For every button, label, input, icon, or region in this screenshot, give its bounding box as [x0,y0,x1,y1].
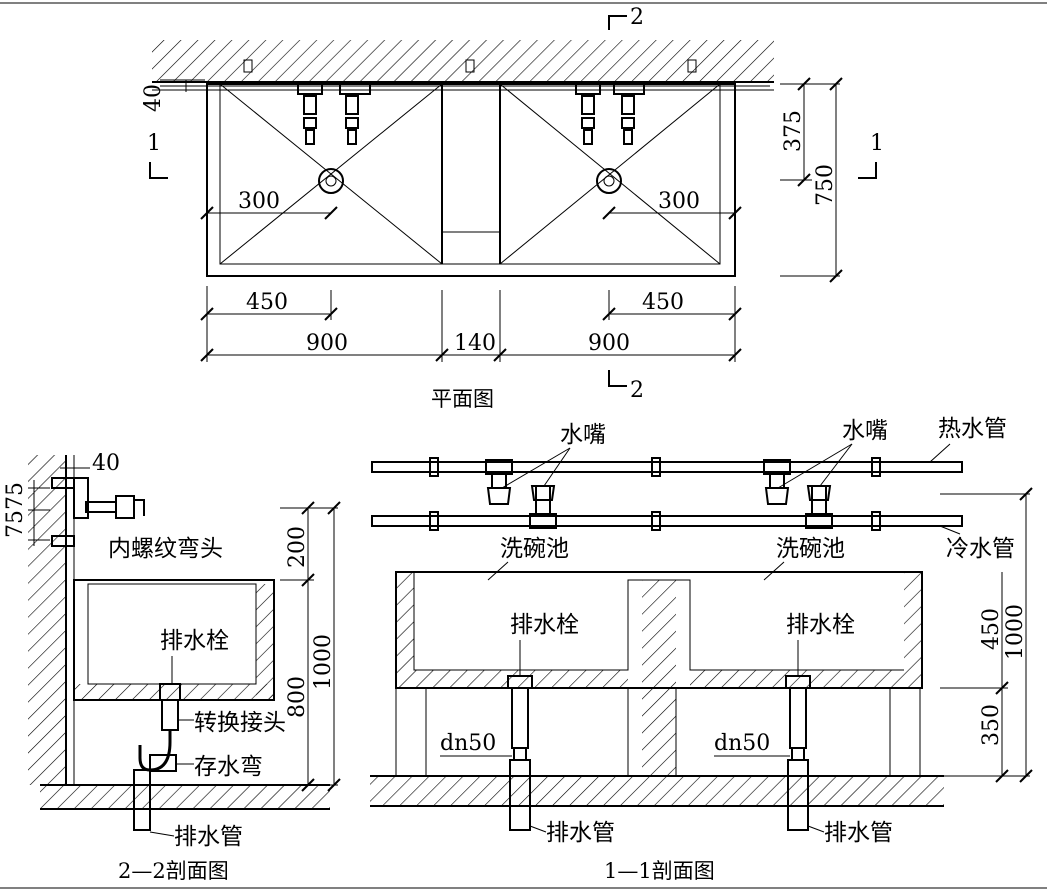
s11-floor [370,776,944,806]
s22-label-trap: 存水弯 [194,754,263,780]
plan-dim-900-left: 900 [306,331,348,356]
s11-cold-pipe [371,515,963,527]
s22-caption: 2—2剖面图 [118,859,229,883]
s11-label-plug-right: 排水栓 [786,612,855,638]
s11-label-faucet-right: 水嘴 [842,418,888,444]
plan-section-mark-bottom: 2 [630,378,644,403]
section-1-1: 450 350 1000 水嘴 水嘴 热水管 冷水管 洗碗池 洗碗池 排水栓 排… [370,416,1033,883]
plan-section-mark-left: 1 [147,131,161,156]
plan-caption: 平面图 [431,387,494,411]
s22-label-elbow: 内螺纹弯头 [108,536,223,562]
s11-label-faucet-left: 水嘴 [560,422,606,448]
s11-label-drain-right: 排水管 [824,820,893,846]
s22-dim-75b: 75 [3,510,28,538]
s11-dim-350: 350 [979,704,1004,746]
plan-faucets-right [575,83,645,145]
s22-dim-40: 40 [92,451,120,476]
plan-dim-450-left: 450 [246,290,288,315]
plan-section-mark-right: 1 [870,131,884,156]
plan-section-mark-top: 2 [630,5,644,30]
s11-label-cold-pipe: 冷水管 [946,536,1015,562]
plan-sink-outer [206,83,736,277]
s11-label-hot-pipe: 热水管 [938,416,1007,442]
s11-dim-450: 450 [979,608,1004,650]
s22-faucet-icon [115,495,135,519]
plan-faucets-left [297,83,371,145]
s22-dim-1000: 1000 [311,634,336,690]
s22-dim-800: 800 [285,676,310,718]
plan-drain-right-icon [596,168,622,194]
s11-faucet-right-1-icon [764,487,790,505]
plan-dim-750: 750 [813,164,838,206]
plan-dim-900-right: 900 [588,331,630,356]
s11-label-dn-left: dn50 [440,731,496,756]
s11-hot-pipe [371,461,963,473]
s11-caption: 1—1剖面图 [604,859,715,883]
plan-dim-300-left: 300 [238,189,280,214]
s11-label-sink-left: 洗碗池 [500,536,569,562]
s11-label-sink-right: 洗碗池 [776,536,845,562]
s22-label-adapter: 转换接头 [194,710,286,736]
s22-floor [40,785,330,809]
s11-faucet-right-2-icon [806,485,832,501]
plan-drain-left-icon [318,168,344,194]
plan-dim-375: 375 [781,110,806,152]
s22-label-drain-plug: 排水栓 [160,628,229,654]
section-2-2: 75 75 40 200 800 1000 内螺纹弯头 排水栓 转换接头 存水弯… [3,451,341,883]
plan-wall [152,40,774,82]
plan-dim-450-right: 450 [642,290,684,315]
s11-label-plug-left: 排水栓 [510,612,579,638]
s11-label-drain-left: 排水管 [546,820,615,846]
s11-faucet-left-1-icon [486,487,512,505]
plan-dim-140: 140 [454,331,496,356]
plan-dim-300-right: 300 [658,189,700,214]
plan-view: 2 2 1 1 40 375 750 300 300 [141,5,884,411]
s11-faucet-left-2-icon [530,485,556,501]
s22-dim-200: 200 [285,526,310,568]
s22-label-drain-pipe: 排水管 [174,824,243,850]
s11-label-dn-right: dn50 [714,731,770,756]
s22-dim-75a: 75 [3,482,28,510]
plan-dim-40: 40 [141,84,166,112]
s11-dim-1000: 1000 [1003,604,1028,660]
